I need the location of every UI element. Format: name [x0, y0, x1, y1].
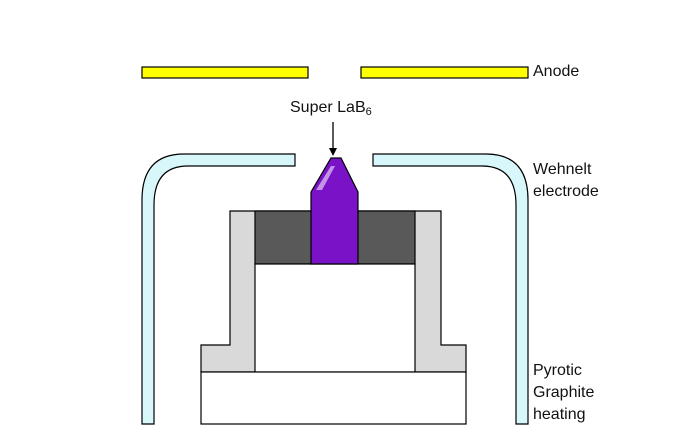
emitter-pointer-arrowhead [329, 148, 337, 156]
emitter-highlight [316, 166, 335, 190]
label-pyrotic-graphite-heating: Pyrotic Graphite heating [533, 362, 595, 423]
lab6-emitter-crystal [310, 157, 359, 265]
label-wehnelt-electrode: Wehnelt electrode [533, 161, 599, 200]
heater-cavity [254, 263, 416, 373]
wehnelt-electrode-left [141, 153, 296, 425]
label-super-lab6: Super LaB6 [290, 99, 372, 118]
heater-base [200, 371, 467, 425]
anode-plate-left [141, 66, 309, 79]
anode-plate-right [360, 66, 529, 79]
wehnelt-electrode-right [372, 153, 529, 425]
label-anode: Anode [533, 63, 580, 80]
